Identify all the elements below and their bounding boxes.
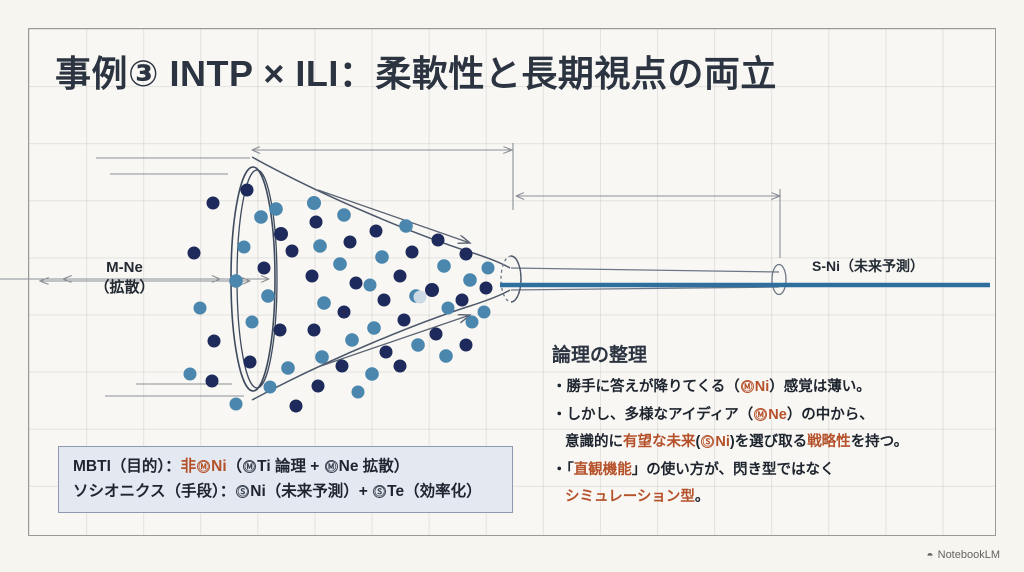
legend-socionics-ni: Ni（未来予測）+ (250, 483, 373, 501)
legend-socionics-te: Te（効率化） (387, 483, 482, 501)
m-circle-icon: Ⓜ (243, 460, 257, 473)
legend-mbti-neg: 非 (180, 458, 197, 475)
m-circle-icon: Ⓜ (197, 460, 211, 473)
bullet-2-text-b: ）の中から、 (786, 406, 874, 423)
axis-label-left-line1: M-Ne (106, 259, 143, 276)
bullet-3b-hl-simulation: シミュレーション型 (565, 489, 695, 506)
m-circle-icon: Ⓜ (754, 407, 768, 421)
page-title: 事例③ INTP × ILI：柔軟性と長期視点の両立 (55, 53, 777, 94)
legend-socionics-label: ソシオニクス（手段）： (73, 483, 236, 501)
legend-mbti-ne: Ne 拡散） (338, 458, 410, 475)
notebooklm-logo-icon: ◓ (926, 548, 934, 562)
bullet-2b-text-c: を持つ。 (850, 434, 909, 451)
s-circle-icon: Ⓢ (701, 435, 715, 449)
bullet-1-ni: Ni (754, 379, 770, 395)
bullet-3-text-a: ・「 (552, 461, 574, 478)
legend-mbti-ti: Ti 論理 + (257, 458, 324, 475)
m-circle-icon: Ⓜ (324, 460, 338, 473)
bullet-3-hl-intuition: 直観機能 (573, 461, 632, 478)
notebooklm-label: NotebookLM (937, 549, 1000, 561)
s-circle-icon: Ⓢ (236, 485, 250, 499)
legend-mbti-open: （ (226, 458, 243, 475)
axis-label-left: M-Ne （拡散） (72, 258, 177, 299)
axis-label-left-line2: （拡散） (94, 279, 155, 297)
logic-bullet-3: ・「直観機能」の使い方が、閃き型ではなく (552, 459, 992, 482)
legend-mbti-ni: Ni (211, 458, 227, 475)
logic-heading: 論理の整理 (552, 345, 648, 366)
bullet-3b-text-b: 。 (694, 489, 710, 506)
bullet-3-text-b: 」の使い方が、閃き型ではなく (631, 461, 835, 478)
legend-mbti-label: MBTI（目的）： (73, 458, 181, 475)
bullet-2-ne: Ne (768, 406, 787, 423)
bullet-2b-ni: Ni (715, 434, 730, 451)
bullet-1-text-b: ）感覚は薄い。 (769, 379, 871, 395)
bullet-2b-text-b: を選び取る (734, 434, 808, 451)
m-circle-icon: Ⓜ (740, 380, 754, 393)
bullet-2b-paren-close: ) (729, 434, 735, 451)
notebooklm-watermark: ◓ NotebookLM (926, 548, 1000, 562)
bullet-2b-text-a: 意識的に (565, 434, 623, 451)
s-circle-icon: Ⓢ (373, 485, 387, 499)
bullet-2b-hl-strategy: 戦略性 (807, 434, 851, 451)
axis-label-right: S-Ni（未来予測） (812, 258, 924, 274)
bullet-1-text-a: ・勝手に答えが降りてくる（ (552, 379, 740, 395)
bullet-2-text-a: ・しかし、多様なアイディア（ (552, 406, 754, 423)
bullet-2b-paren-open: ( (695, 434, 701, 451)
logic-bullet-3-line2: シミュレーション型。 (552, 486, 992, 509)
bullet-2b-hl-future: 有望な未来 (623, 434, 696, 451)
